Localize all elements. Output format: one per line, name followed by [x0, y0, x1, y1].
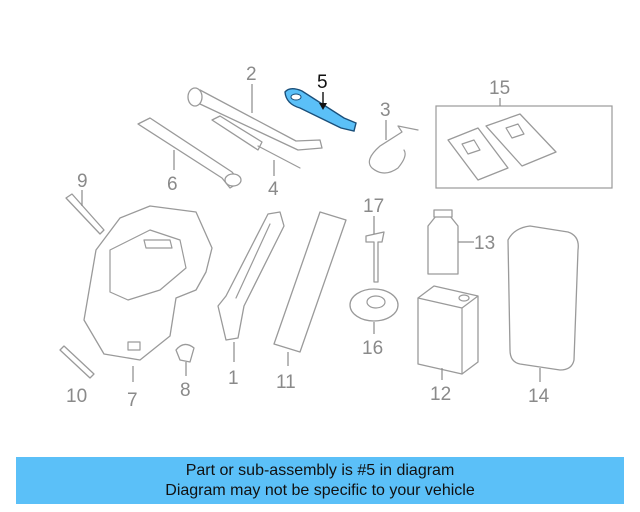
part-11-strip: 11: [273, 211, 347, 393]
banner-line-1: Part or sub-assembly is #5 in diagram: [185, 461, 455, 479]
callout-8: 8: [180, 380, 191, 401]
part-2-lug-wrench: 2: [187, 64, 323, 151]
callout-6: 6: [167, 174, 178, 195]
part-10-rod: 10: [59, 345, 95, 407]
banner-line-2: Diagram may not be specific to your vehi…: [165, 481, 475, 499]
callout-2: 2: [246, 64, 257, 85]
callout-9: 9: [77, 171, 88, 192]
part-5-tool: 5: [284, 72, 357, 132]
part-6-handle-tool: 6: [137, 117, 242, 195]
callout-3: 3: [380, 100, 391, 121]
part-13-bottle: 13: [427, 209, 495, 275]
part-7-tray: 7: [83, 205, 213, 411]
callout-10: 10: [66, 386, 87, 407]
part-12-box: 12: [417, 285, 479, 405]
part-4-screwdriver: 4: [211, 115, 301, 200]
callout-13: 13: [474, 233, 495, 254]
callout-4: 4: [268, 179, 279, 200]
part-15-pads: 15: [435, 78, 613, 189]
callout-11: 11: [276, 372, 296, 393]
callout-7: 7: [127, 390, 138, 411]
part-3-hook: 3: [368, 100, 419, 174]
callout-1: 1: [228, 368, 239, 389]
callout-16: 16: [362, 338, 383, 359]
callout-17: 17: [363, 196, 384, 217]
callout-12: 12: [430, 384, 451, 405]
part-9-pin: 9: [65, 171, 105, 235]
callout-15: 15: [489, 78, 510, 99]
info-banner: Part or sub-assembly is #5 in diagram Di…: [16, 457, 624, 504]
callout-14: 14: [528, 386, 550, 407]
part-8-clip: 8: [175, 343, 195, 401]
part-1-jack: 1: [217, 211, 285, 389]
callout-5: 5: [317, 72, 328, 93]
parts-diagram: 2 5 6 4 3 15 9: [59, 64, 613, 411]
part-16-washer: 16: [349, 288, 399, 359]
part-14-cover: 14: [507, 225, 579, 407]
part-17-bolt: 17: [363, 196, 385, 283]
